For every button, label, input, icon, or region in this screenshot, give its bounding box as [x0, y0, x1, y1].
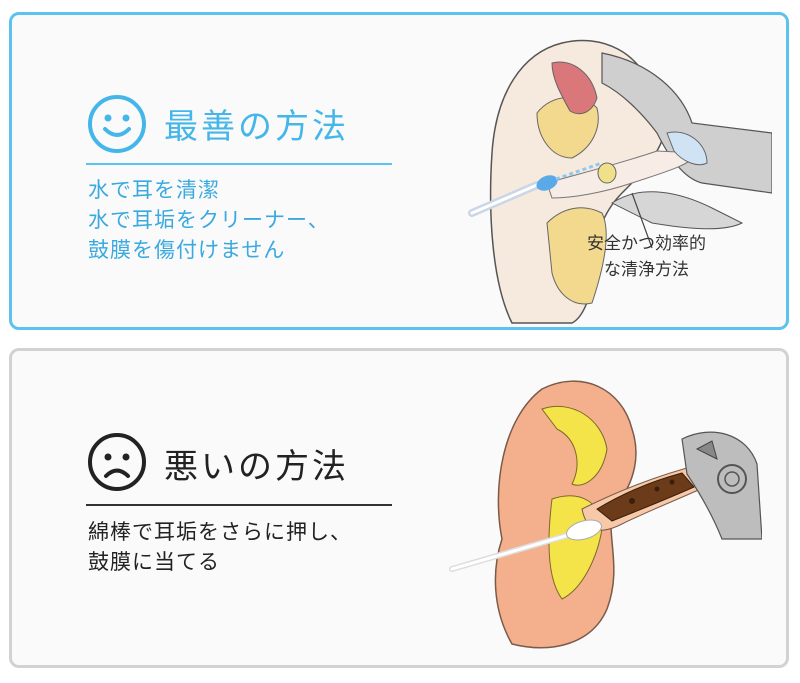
smile-face-icon: [88, 95, 146, 153]
good-line-2: 水で耳垢をクリーナー、: [88, 208, 330, 232]
bad-line-1: 綿棒で耳垢をさらに押し、: [88, 520, 352, 544]
good-line-3: 鼓膜を傷付けません: [88, 238, 286, 262]
good-illustration-caption: 安全かつ効率的 な清浄方法: [587, 231, 706, 283]
ear-water-cleaning-illustration: [468, 39, 772, 324]
good-method-card: 最善の方法 水で耳を清潔 水で耳垢をクリーナー、 鼓膜を傷付けません 安全かつ効…: [9, 12, 789, 330]
bad-divider: [86, 504, 392, 506]
caption-line-2: な清浄方法: [604, 260, 689, 280]
frown-face-icon: [88, 433, 146, 491]
bad-method-title: 悪いの方法: [164, 447, 349, 487]
good-line-1: 水で耳を清潔: [88, 178, 220, 202]
good-method-description: 水で耳を清潔 水で耳垢をクリーナー、 鼓膜を傷付けません: [88, 175, 330, 265]
good-method-title: 最善の方法: [164, 107, 349, 147]
bad-line-2: 鼓膜に当てる: [88, 550, 220, 574]
bad-method-card: 悪いの方法 綿棒で耳垢をさらに押し、 鼓膜に当てる: [9, 348, 789, 668]
caption-line-1: 安全かつ効率的: [587, 234, 706, 254]
ear-cotton-swab-illustration: [449, 380, 762, 649]
good-divider: [86, 163, 392, 165]
bad-method-description: 綿棒で耳垢をさらに押し、 鼓膜に当てる: [88, 517, 352, 577]
